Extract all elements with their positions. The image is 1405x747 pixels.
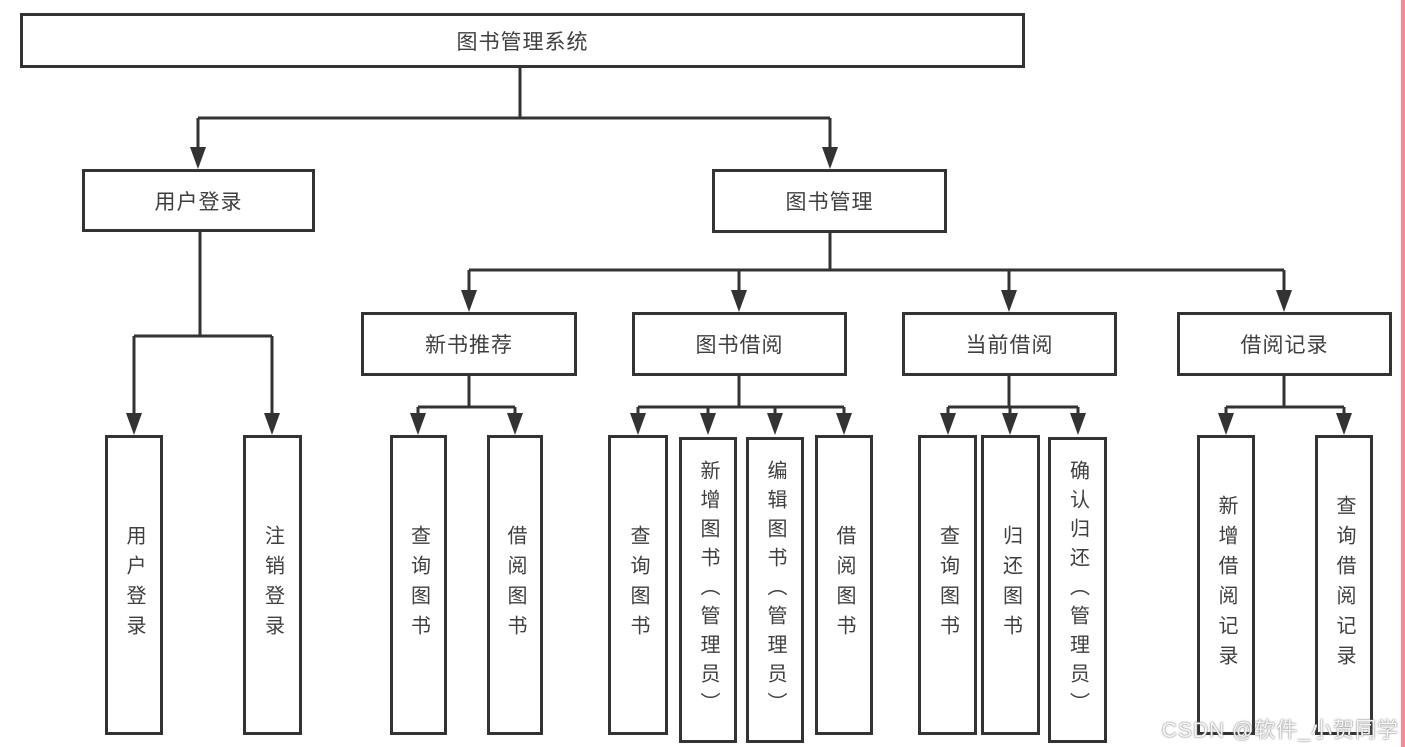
node-new-book-recommend: 新书推荐 [361,312,577,376]
node-book-borrow: 图书借阅 [632,312,847,376]
node-book-management: 图书管理 [712,169,947,233]
leaf-edit-books-admin-label: 编辑图书（管理员） [764,459,786,721]
leaf-user-login-label: 用户登录 [123,525,145,645]
node-root: 图书管理系统 [20,13,1025,68]
node-borrow-records-label: 借阅记录 [1240,334,1329,357]
leaf-user-login: 用户登录 [105,435,163,735]
leaf-query-books-borrow: 查询图书 [608,435,668,735]
leaf-query-books-current-label: 查询图书 [936,525,959,645]
leaf-query-books-recommend-label: 查询图书 [407,525,430,645]
leaf-query-borrow-record-label: 查询借阅记录 [1333,495,1355,675]
node-user-login: 用户登录 [82,169,315,232]
leaf-add-books-admin-label: 新增图书（管理员） [697,459,719,721]
node-book-management-label: 图书管理 [785,191,874,214]
leaf-edit-books-admin: 编辑图书（管理员） [746,437,804,743]
right-edge-pink-strip [1401,0,1405,747]
node-new-book-recommend-label: 新书推荐 [425,334,513,357]
node-current-borrow: 当前借阅 [902,312,1117,376]
leaf-query-books-current: 查询图书 [918,435,977,735]
node-borrow-records: 借阅记录 [1177,312,1392,376]
csdn-watermark: CSDN @软件_小贺同学 [1161,719,1399,742]
arrowheads [126,147,1352,435]
leaf-borrow-books: 借阅图书 [815,435,873,735]
leaf-confirm-return-admin-label: 确认归还（管理员） [1066,459,1089,721]
leaf-add-books-admin: 新增图书（管理员） [679,437,737,743]
leaf-return-books-label: 归还图书 [999,525,1022,645]
node-current-borrow-label: 当前借阅 [965,334,1054,357]
leaf-add-borrow-record-label: 新增借阅记录 [1215,495,1237,675]
leaf-add-borrow-record: 新增借阅记录 [1197,435,1255,735]
leaf-borrow-books-recommend: 借阅图书 [487,435,543,735]
node-user-login-label: 用户登录 [154,190,243,214]
node-root-label: 图书管理系统 [456,30,589,54]
leaf-logout: 注销登录 [243,435,302,735]
leaf-query-borrow-record: 查询借阅记录 [1315,435,1373,735]
leaf-borrow-books-recommend-label: 借阅图书 [504,525,526,645]
leaf-borrow-books-label: 借阅图书 [833,525,855,645]
leaf-confirm-return-admin: 确认归还（管理员） [1048,437,1107,743]
node-book-borrow-label: 图书借阅 [695,334,784,357]
leaf-logout-label: 注销登录 [261,525,284,645]
leaf-query-books-borrow-label: 查询图书 [627,525,649,645]
leaf-return-books: 归还图书 [981,435,1040,735]
leaf-query-books-recommend: 查询图书 [390,435,447,735]
